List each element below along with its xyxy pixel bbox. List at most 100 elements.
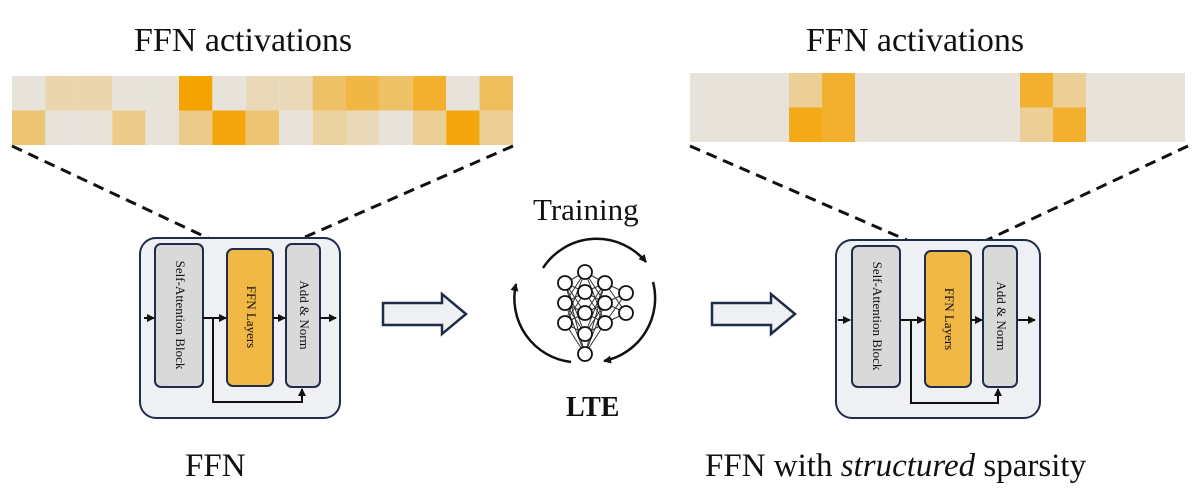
heatmap-cell [1152,73,1185,108]
lte-label: LTE [566,392,620,423]
cycle-arrow-left [510,283,572,364]
heatmap-cell [379,110,413,145]
heatmap-cell [245,110,280,145]
left-transformer-block: Self-Attention Block FFN Layers Add & No… [139,237,341,419]
nn-edge [584,282,606,355]
heatmap-cell [379,76,413,111]
heatmap-cell [412,110,447,145]
nn-node [557,315,573,331]
right-ffn-label: FFN Layers [942,288,957,350]
heatmap-cell [756,73,789,108]
nn-node [597,315,613,331]
left-norm-box [285,243,321,388]
heatmap-cell [1020,107,1053,142]
heatmap-cell [479,76,513,111]
heatmap-cell [1152,107,1185,142]
nn-node [557,295,573,311]
heatmap-cell [1119,107,1152,142]
heatmap-cell [690,73,723,108]
heatmap-cell [789,73,822,108]
right-caption: FFN with structured sparsity [705,448,1086,485]
heatmap-cell [112,76,146,111]
heatmap-cell [888,107,921,142]
nn-node [597,275,613,291]
heatmap-cell [987,107,1020,142]
heatmap-cell [45,110,79,145]
nn-edge [584,302,606,355]
left-flow-arrow [381,291,468,337]
neural-network-icon [557,264,634,362]
heatmap-cell [855,107,888,142]
nn-edge [584,282,606,335]
heatmap-cell [346,110,380,145]
heatmap-cell [479,110,513,145]
left-zoom-line [279,144,514,250]
nn-node [577,346,593,362]
heatmap-cell [12,110,46,145]
left-norm-label: Add & Norm [297,280,312,349]
left-attention-box [154,243,204,388]
heatmap-cell [1086,107,1119,142]
heatmap-cell [145,76,179,111]
heatmap-cell [888,73,921,108]
heatmap-cell [1020,73,1053,108]
heatmap-cell [312,76,346,111]
heatmap-cell [346,76,380,111]
right-flow-arrow [710,291,797,337]
heatmap-cell [145,110,179,145]
right-heatmap-title: FFN activations [806,22,1025,59]
right-caption-prefix: FFN with [705,448,841,484]
heatmap-cell [954,73,987,108]
heatmap-cell [855,73,888,108]
heatmap-cell [412,76,447,111]
right-zoom-line [969,144,1189,250]
heatmap-cell [446,110,480,145]
right-attention-box [851,245,901,388]
heatmap-cell [987,73,1020,108]
nn-node [597,295,613,311]
nn-node [618,305,634,321]
heatmap-cell [78,110,113,145]
heatmap-cell [789,107,822,142]
heatmap-cell [756,107,789,142]
right-transformer-block: Self-Attention Block FFN Layers Add & No… [835,239,1041,419]
heatmap-cell [723,73,756,108]
heatmap-cell [279,110,313,145]
heatmap-cell [1119,73,1152,108]
cycle-arrow-right [603,281,657,364]
heatmap-cell [212,110,246,145]
heatmap-cell [212,76,246,111]
heatmap-cell [179,76,213,111]
heatmap-cell [45,76,79,111]
nn-edge [564,271,586,324]
training-label: Training [533,192,639,227]
nn-node [577,305,593,321]
left-attention-label: Self-Attention Block [173,261,188,370]
heatmap-cell [921,107,954,142]
nn-node [618,285,634,301]
heatmap-cell [822,73,855,108]
left-heatmap-title: FFN activations [134,22,353,59]
right-norm-label: Add & Norm [994,281,1009,350]
heatmap-cell [312,110,346,145]
left-caption: FFN [185,448,246,484]
left-ffn-label: FFN Layers [244,286,259,348]
heatmap-cell [822,107,855,142]
right-zoom-line [689,144,926,250]
nn-node [577,284,593,300]
right-activation-heatmap [690,73,1185,142]
heatmap-cell [112,110,146,145]
heatmap-cell [245,76,280,111]
heatmap-cell [1053,107,1086,142]
nn-node [557,275,573,291]
heatmap-cell [279,76,313,111]
heatmap-cell [1053,73,1086,108]
training-cycle [510,237,657,364]
cycle-arrow-top [541,237,647,269]
right-caption-suffix: sparsity [975,448,1087,484]
heatmap-cell [954,107,987,142]
heatmap-cell [78,76,113,111]
left-activation-heatmap [12,76,513,145]
heatmap-cell [921,73,954,108]
